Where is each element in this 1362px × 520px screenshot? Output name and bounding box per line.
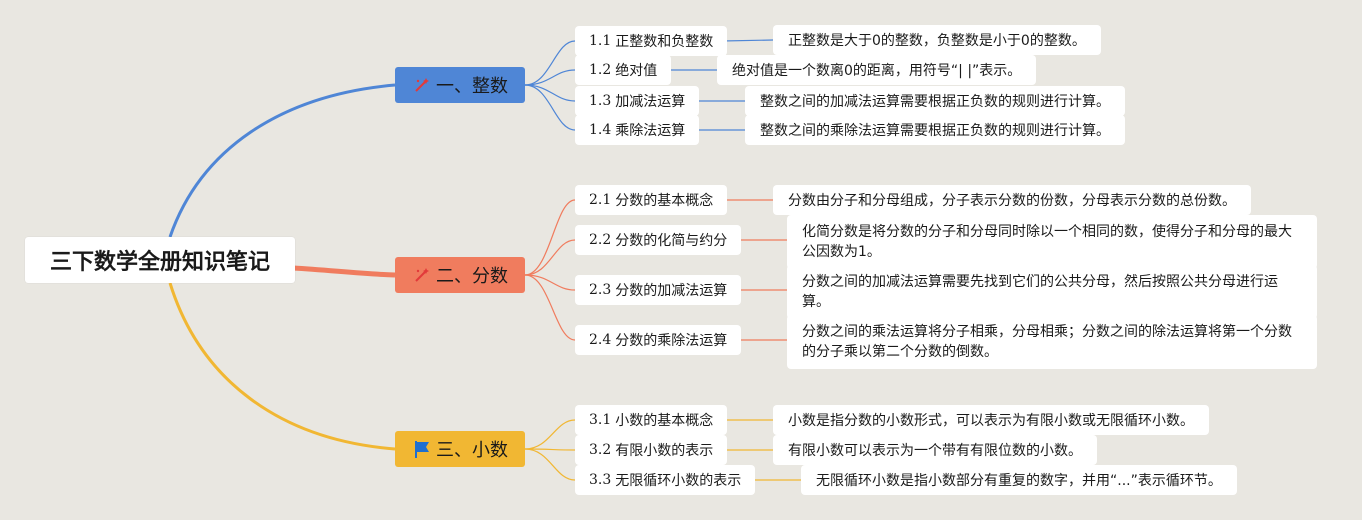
wand-icon (412, 75, 432, 95)
topic-2-1-desc[interactable]: 分数由分子和分母组成，分子表示分数的份数，分母表示分数的总份数。 (773, 185, 1251, 215)
branch-label: 二、分数 (436, 266, 508, 287)
topic-2-4-desc[interactable]: 分数之间的乘法运算将分子相乘，分母相乘；分数之间的除法运算将第一个分数的分子乘以… (787, 315, 1317, 369)
branch-label: 一、整数 (436, 76, 508, 97)
topic-3-1-desc[interactable]: 小数是指分数的小数形式，可以表示为有限小数或无限循环小数。 (773, 405, 1209, 435)
topic-3-3-desc[interactable]: 无限循环小数是指小数部分有重复的数字，并用“...”表示循环节。 (801, 465, 1237, 495)
branch-integers[interactable]: 一、整数 (395, 67, 525, 103)
topic-2-2-desc[interactable]: 化简分数是将分数的分子和分母同时除以一个相同的数，使得分子和分母的最大公因数为1… (787, 215, 1317, 269)
topic-3-2-desc[interactable]: 有限小数可以表示为一个带有有限位数的小数。 (773, 435, 1097, 465)
root-topic[interactable]: 三下数学全册知识笔记 (25, 237, 295, 283)
branch-label: 三、小数 (436, 440, 508, 461)
wand-icon (412, 265, 432, 285)
flag-icon (412, 439, 432, 459)
branch-fractions[interactable]: 二、分数 (395, 257, 525, 293)
topic-2-3-desc[interactable]: 分数之间的加减法运算需要先找到它们的公共分母，然后按照公共分母进行运算。 (787, 265, 1317, 319)
topic-1-1-desc[interactable]: 正整数是大于0的整数，负整数是小于0的整数。 (773, 25, 1101, 55)
topic-1-2-desc[interactable]: 绝对值是一个数离0的距离，用符号“| |”表示。 (717, 55, 1037, 85)
topic-1-4-desc[interactable]: 整数之间的乘除法运算需要根据正负数的规则进行计算。 (745, 115, 1125, 145)
topic-1-3-desc[interactable]: 整数之间的加减法运算需要根据正负数的规则进行计算。 (745, 86, 1125, 116)
branch-decimals[interactable]: 三、小数 (395, 431, 525, 467)
root-title: 三下数学全册知识笔记 (49, 250, 270, 275)
